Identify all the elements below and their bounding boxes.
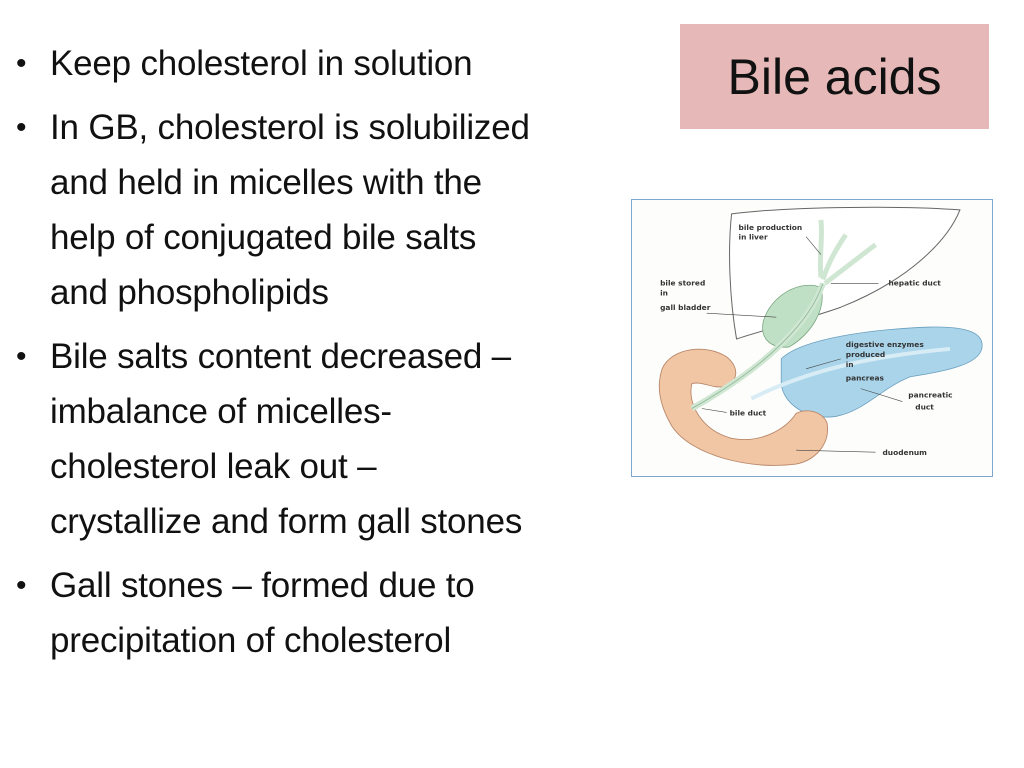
bullet-line: help of conjugated bile salts — [50, 218, 477, 257]
slide-title: Bile acids — [727, 48, 942, 105]
bullet-line: and phospholipids — [50, 273, 329, 312]
bullet-line: Bile salts content decreased – — [50, 337, 511, 376]
slide-title-box: Bile acids — [680, 24, 989, 129]
gall-bladder-shape — [762, 284, 823, 348]
bullet-item: • Keep cholesterol in solution — [10, 36, 630, 91]
digestive-system-diagram: bile production in liver hepatic duct bi… — [631, 199, 993, 477]
bullet-marker: • — [16, 340, 27, 373]
label-bile-production-2: in liver — [739, 233, 768, 242]
bullet-line: crystallize and form gall stones — [50, 502, 523, 541]
label-duodenum: duodenum — [882, 448, 927, 457]
bullet-item: • Gall stones – formed due to precipitat… — [10, 558, 630, 668]
duodenum-shape — [659, 348, 828, 466]
bullet-marker: • — [16, 111, 27, 144]
pancreatic-duct-shape — [750, 346, 951, 401]
bullet-marker: • — [16, 47, 27, 80]
label-gall-bladder: gall bladder — [660, 303, 711, 312]
label-bile-stored: bile stored — [660, 278, 705, 287]
label-digestive-enzymes: digestive enzymes — [846, 340, 925, 349]
label-bile-duct: bile duct — [730, 408, 767, 417]
bullet-list: • Keep cholesterol in solution • In GB, … — [10, 36, 630, 677]
label-pancreatic-duct: duct — [915, 402, 934, 411]
label-pancreas: pancreas — [846, 374, 885, 383]
bullet-line: In GB, cholesterol is solubilized — [50, 108, 530, 147]
bullet-line: cholesterol leak out – — [50, 447, 377, 486]
label-bile-stored-2: in — [660, 288, 668, 297]
bullet-line: precipitation of cholesterol — [50, 621, 452, 660]
bullet-item: • In GB, cholesterol is solubilized and … — [10, 100, 630, 320]
bullet-line: Keep cholesterol in solution — [50, 44, 473, 83]
label-produced: produced — [846, 350, 886, 359]
label-hepatic-duct: hepatic duct — [888, 278, 941, 287]
bullet-line: Gall stones – formed due to — [50, 566, 475, 605]
bullet-line: imbalance of micelles- — [50, 392, 392, 431]
label-pancreatic: pancreatic — [908, 391, 952, 400]
bullet-marker: • — [16, 569, 27, 602]
hepatic-duct-shape — [817, 219, 878, 286]
label-bile-production: bile production — [739, 223, 803, 232]
bullet-line: and held in micelles with the — [50, 163, 482, 202]
bullet-item: • Bile salts content decreased – imbalan… — [10, 329, 630, 549]
label-in: in — [846, 360, 854, 369]
